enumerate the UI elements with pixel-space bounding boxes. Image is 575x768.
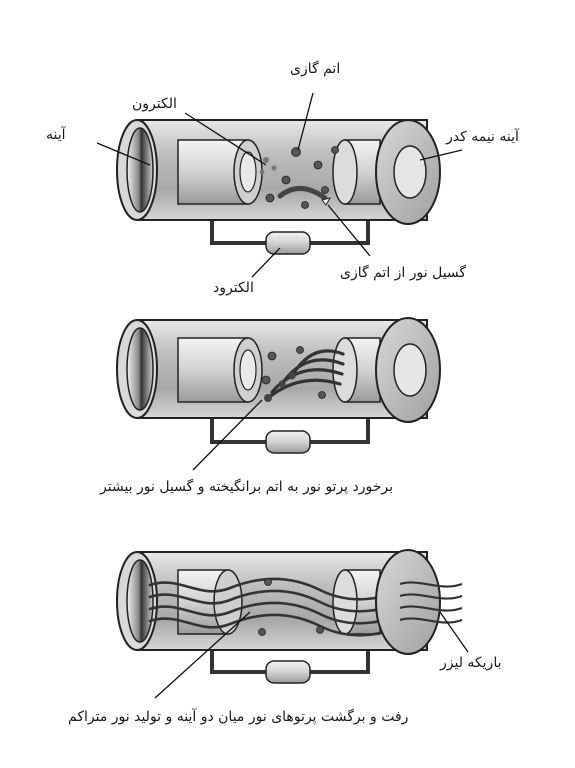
bouncing-ray <box>148 613 412 637</box>
leader-caption-3 <box>154 611 251 699</box>
electron-dot <box>271 165 277 171</box>
gas-atom <box>258 628 266 636</box>
label-electron: الکترون <box>132 96 177 112</box>
label-electrode: الکترود <box>213 280 254 296</box>
gas-atom <box>261 375 271 385</box>
left-mirror <box>126 127 154 213</box>
gas-atom <box>331 146 339 154</box>
caption-panel-2: برخورد پرتو نور به اتم برانگیخته و گسیل … <box>100 479 394 495</box>
electron-dot <box>259 169 265 175</box>
leader-electron <box>184 112 267 166</box>
laser-beam-line <box>399 617 463 624</box>
left-electrode-hole <box>239 349 257 391</box>
bouncing-ray <box>148 601 412 625</box>
gas-atom <box>316 626 324 634</box>
right-electrode-face <box>332 139 358 205</box>
laser-beam-line <box>399 593 463 600</box>
half-mirror <box>375 549 441 655</box>
gas-atom <box>291 147 301 157</box>
label-emission: گسیل نور از اتم گازی <box>340 265 467 281</box>
caption-panel-3: رفت و برگشت پرتوهای نور میان دو آینه و ت… <box>68 709 409 725</box>
emitting-atoms <box>264 372 296 402</box>
gas-atom <box>313 160 323 170</box>
half-mirror-inner <box>393 343 427 397</box>
laser-beam-line <box>399 605 463 612</box>
label-laser-beam: باریکه لیزر <box>440 655 502 671</box>
leader-emission <box>327 204 371 257</box>
left-mirror <box>126 559 154 643</box>
leader-mirror <box>96 142 151 166</box>
gas-atoms <box>261 346 326 399</box>
leader-beam <box>439 611 469 653</box>
left-mirror <box>126 327 154 411</box>
gas-atoms <box>258 578 324 636</box>
leader-lines-1 <box>96 92 463 278</box>
electron-dot <box>263 157 269 163</box>
label-gas-atom: اتم گازی <box>290 61 341 77</box>
gas-atom <box>321 186 329 194</box>
emitting-atom <box>278 380 286 388</box>
half-mirror-inner <box>393 145 427 199</box>
gas-atom <box>296 346 304 354</box>
gas-atom <box>265 193 275 203</box>
bouncing-ray <box>148 589 412 613</box>
right-electrode-face <box>332 337 358 403</box>
bouncing-rays <box>148 577 412 637</box>
laser-tube-panel-1 <box>96 92 463 278</box>
gas-atom <box>264 578 272 586</box>
leader-caption-2 <box>192 399 263 471</box>
leader-gas-atom <box>297 92 314 151</box>
label-half-mirror: آینه نیمه کدر <box>446 129 519 145</box>
gas-atom <box>301 201 309 209</box>
laser-tube-panel-2 <box>116 317 441 471</box>
leader-electrode <box>251 247 281 278</box>
electrons <box>259 157 277 175</box>
photon-rays <box>266 349 345 400</box>
label-mirror: آینه <box>46 127 66 143</box>
emitting-atom <box>288 372 296 380</box>
laser-tube-panel-3 <box>116 549 469 699</box>
gas-atom <box>267 351 277 361</box>
leader-half-mirror <box>419 149 463 161</box>
right-electrode-face <box>332 569 358 635</box>
laser-beam-line <box>399 581 463 588</box>
gas-atom <box>318 391 326 399</box>
emitted-light-ray <box>277 186 328 201</box>
photon-ray <box>266 378 342 400</box>
electrode-resistor <box>265 231 311 255</box>
left-electrode-hole <box>239 151 257 193</box>
gas-atoms <box>265 146 339 209</box>
photon-ray <box>290 349 345 378</box>
photon-ray <box>270 368 344 394</box>
bouncing-ray <box>148 577 412 601</box>
emitting-atom <box>264 394 272 402</box>
gas-atom <box>281 175 291 185</box>
light-arrowhead <box>321 197 332 206</box>
electrode-resistor <box>265 660 311 684</box>
laser-beam <box>399 581 463 624</box>
electrode-resistor <box>265 430 311 454</box>
photon-ray <box>280 358 345 386</box>
